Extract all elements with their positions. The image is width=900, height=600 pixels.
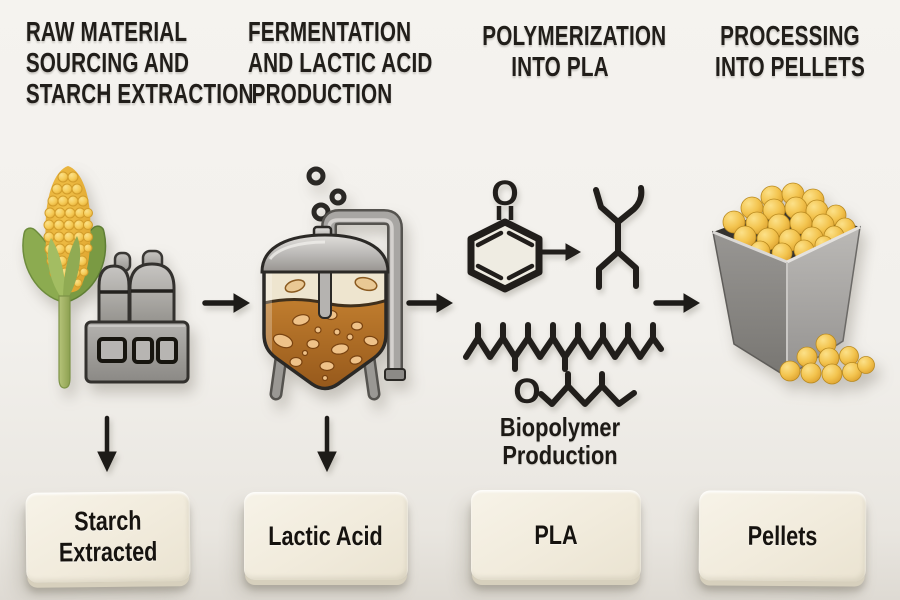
result-card-label: Lactic Acid xyxy=(268,520,384,551)
lactide-ring-icon xyxy=(467,206,543,293)
right-arrow-icon-2 xyxy=(406,293,453,313)
pellet-bin-icon xyxy=(712,182,875,385)
header-line: POLYMERIZATION xyxy=(482,20,667,51)
fermentation-tank-icon xyxy=(260,166,406,401)
header-line: FERMENTATION xyxy=(248,16,412,47)
chain-oxygen-label: O xyxy=(513,372,540,411)
down-arrow-icon-2 xyxy=(317,415,337,473)
stage-header-raw-material: RAW MATERIAL SOURCING AND STARCH EXTRACT… xyxy=(0,16,254,109)
stage-header-polymerization: POLYMERIZATION INTO PLA xyxy=(455,20,667,82)
header-line: RAW MATERIAL xyxy=(25,16,188,47)
corn-and-extraction-machine-icon xyxy=(22,166,190,389)
result-card-label: Pellets xyxy=(747,520,818,551)
result-card-lactic-acid: Lactic Acid xyxy=(244,492,408,580)
result-card-label: PLA xyxy=(534,519,578,550)
stage-header-fermentation: FERMENTATION AND LACTIC ACID PRODUCTION xyxy=(222,16,433,109)
ester-chain-icon xyxy=(538,371,637,407)
molecule-structures-icon: O O xyxy=(463,174,664,411)
header-line: SOURCING AND xyxy=(25,47,190,78)
down-arrow-icon-1 xyxy=(97,415,117,473)
result-card-pla: PLA xyxy=(471,490,641,580)
header-line: PRODUCTION xyxy=(251,78,393,109)
right-arrow-icon-3 xyxy=(653,293,700,313)
result-card-label: Starch Extracted xyxy=(58,505,158,568)
header-line: INTO PELLETS xyxy=(715,51,865,82)
caption-line: Production xyxy=(502,440,618,470)
ring-oxygen-label: O xyxy=(491,174,518,213)
small-right-arrow-icon xyxy=(537,243,582,261)
header-line: AND LACTIC ACID xyxy=(248,47,433,78)
header-line: INTO PLA xyxy=(511,51,609,82)
biopolymer-production-caption: Biopolymer Production xyxy=(465,413,655,469)
spilled-pellets xyxy=(779,333,875,385)
polymer-chain-icon xyxy=(463,322,664,372)
pellet-heap xyxy=(722,182,856,264)
stage-header-processing: PROCESSING INTO PELLETS xyxy=(685,20,895,82)
result-card-pellets: Pellets xyxy=(698,490,867,582)
result-card-starch-extracted: Starch Extracted xyxy=(25,491,191,583)
caption-line: Biopolymer xyxy=(499,412,621,442)
monomer-unit-icon xyxy=(593,185,645,290)
header-line: STARCH EXTRACTION xyxy=(25,78,254,109)
right-arrow-icon-1 xyxy=(202,293,250,313)
header-line: PROCESSING xyxy=(720,20,860,51)
